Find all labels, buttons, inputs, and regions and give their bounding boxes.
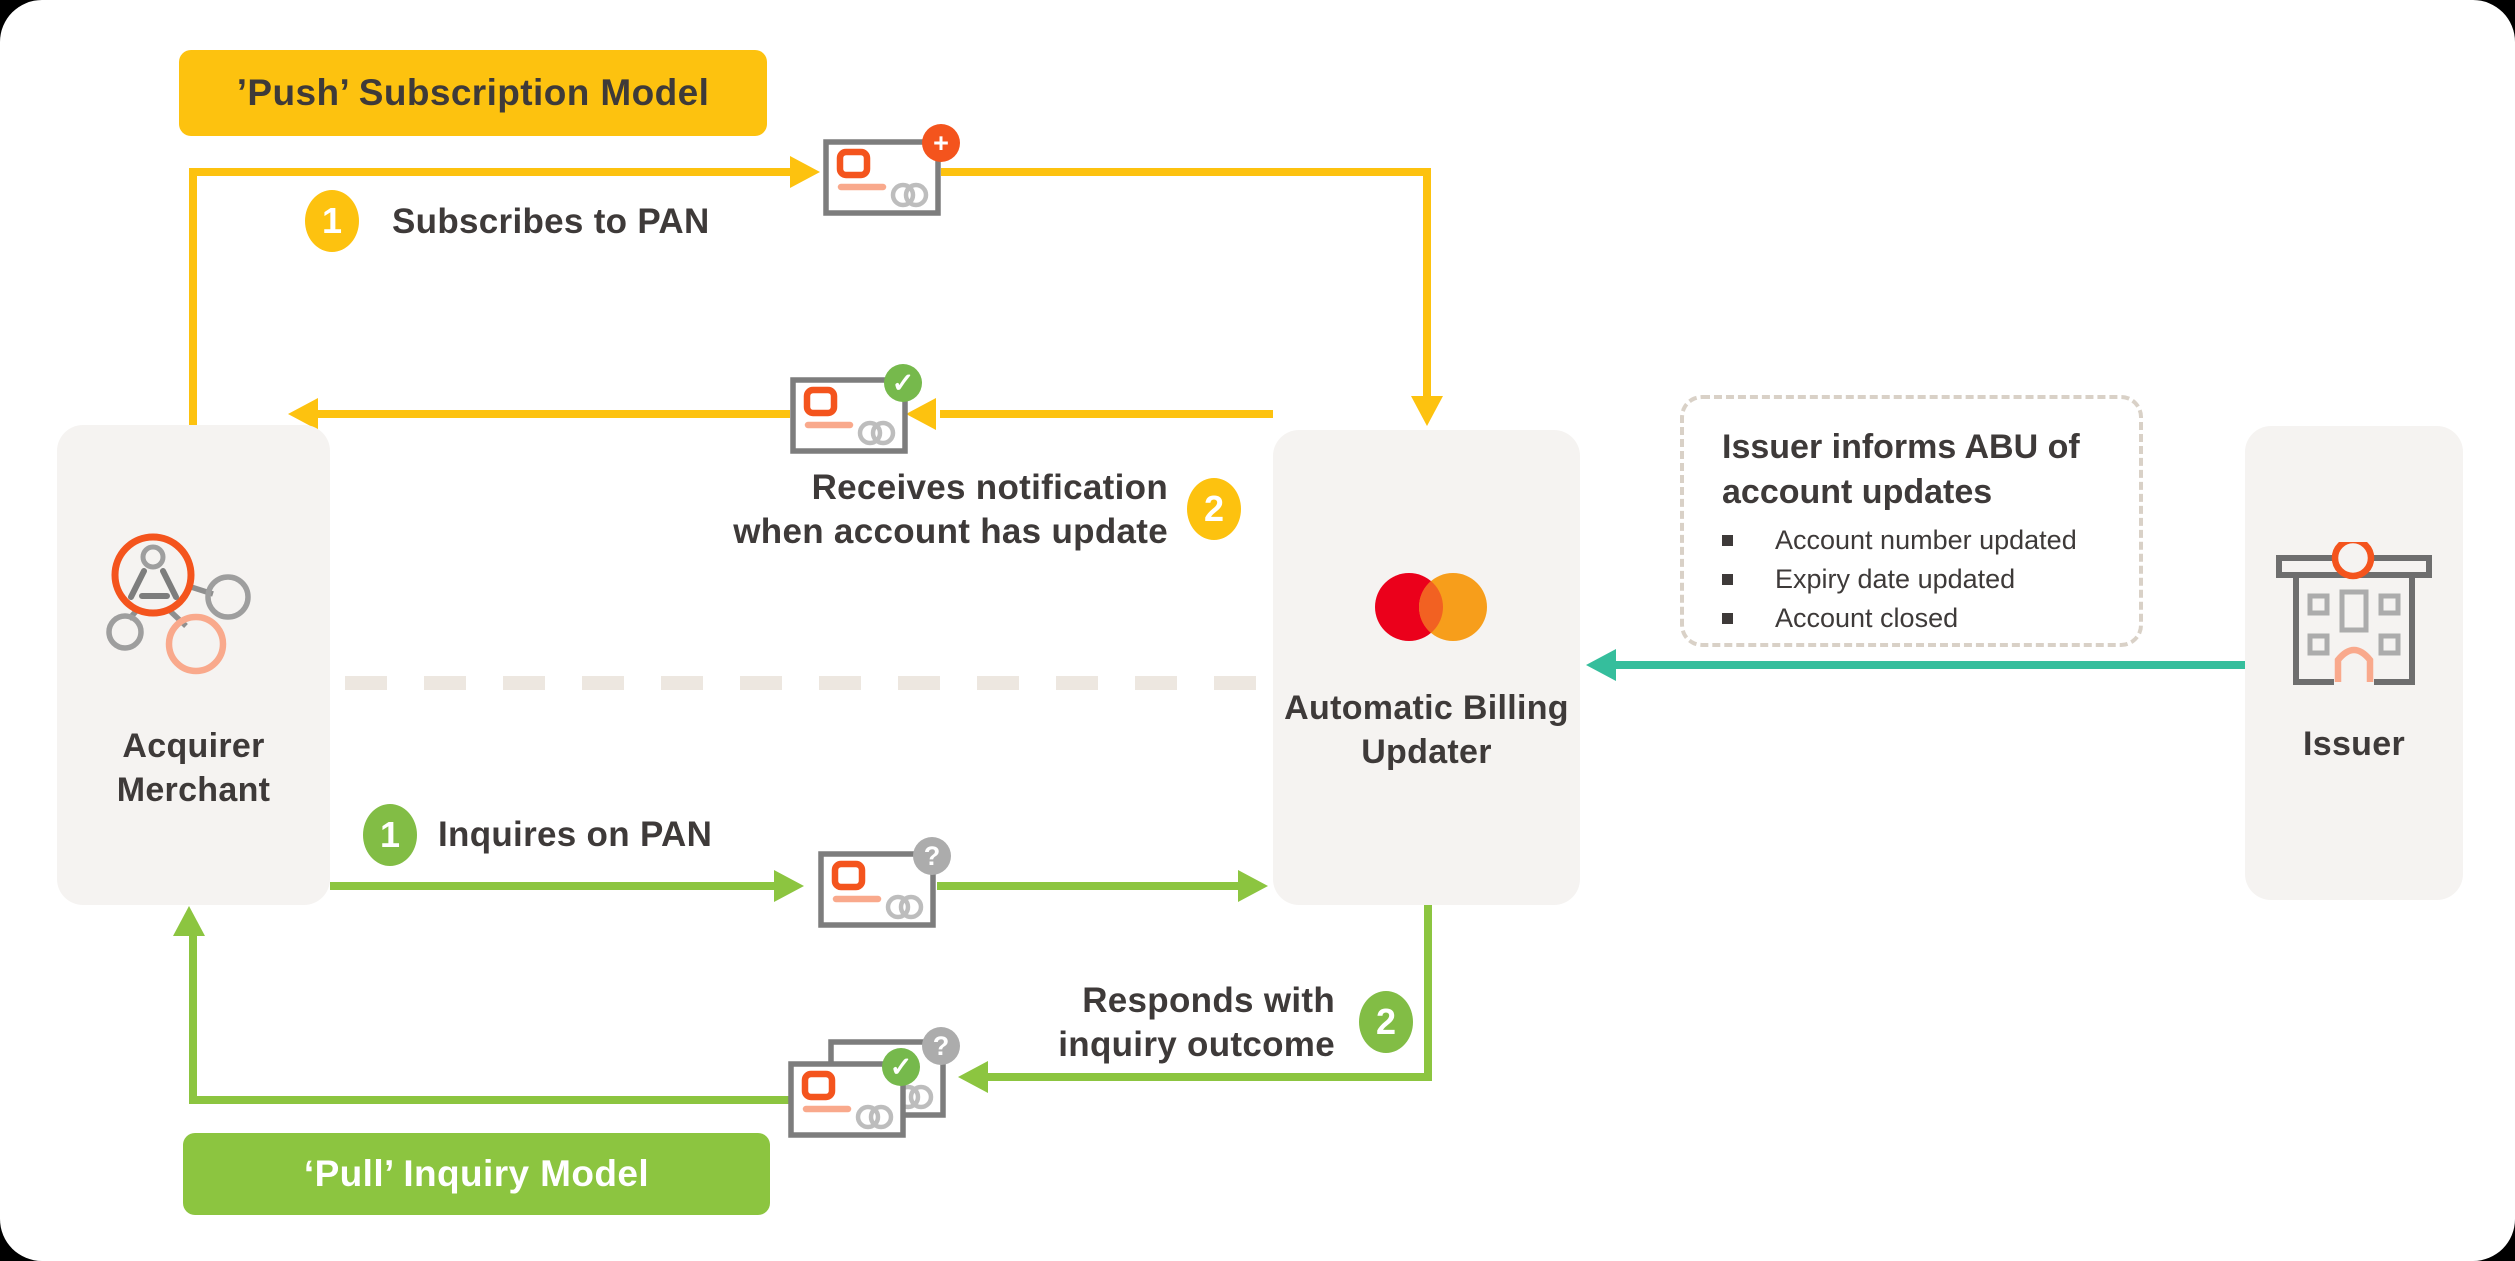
issuer-note-list: Account number updated Expiry date updat… — [1722, 521, 2077, 638]
arrowhead-left-icon — [1586, 649, 1616, 681]
question-badge-icon: ? — [913, 837, 951, 875]
push-arrow-line — [1423, 168, 1431, 398]
push-return-line — [940, 410, 1273, 418]
check-badge-icon: ✓ — [884, 364, 922, 402]
pull-model-badge: ‘Pull’ Inquiry Model — [183, 1133, 770, 1215]
mastercard-logo-icon — [1375, 573, 1487, 641]
arrowhead-right-icon — [1238, 870, 1268, 902]
pull-inquiry-line — [330, 882, 774, 890]
pull-response-line — [988, 1073, 1432, 1081]
pull-inquiry-line — [937, 882, 1238, 890]
push-return-line — [318, 410, 790, 418]
pull-step1-number: 1 — [363, 804, 417, 866]
square-bullet-icon — [1722, 535, 1733, 546]
square-bullet-icon — [1722, 613, 1733, 624]
pull-model-label: ‘Pull’ Inquiry Model — [303, 1153, 650, 1194]
arrowhead-right-icon — [790, 156, 820, 188]
push-step1-label: Subscribes to PAN — [392, 202, 710, 241]
check-badge-icon: ✓ — [882, 1048, 920, 1086]
abu-label: Automatic Billing Updater — [1284, 689, 1569, 771]
issuer-note-title: Issuer informs ABU of account updates — [1722, 428, 2080, 511]
push-arrow-line — [193, 168, 792, 176]
issuer-to-abu-line — [1616, 661, 2245, 669]
list-item: Account closed — [1722, 599, 2077, 638]
push-step1-number: 1 — [305, 190, 359, 252]
question-badge-icon: ? — [922, 1027, 960, 1065]
pull-step2-number: 2 — [1359, 991, 1413, 1053]
acquirer-merchant-node: Acquirer Merchant — [57, 425, 330, 905]
list-item: Account number updated — [1722, 521, 2077, 560]
pull-step2-label: Responds with inquiry outcome — [1058, 981, 1335, 1064]
arrowhead-up-icon — [173, 906, 205, 936]
abu-node: Automatic Billing Updater — [1273, 430, 1580, 905]
push-step2-number: 2 — [1187, 478, 1241, 540]
push-step2-label: Receives notification when account has u… — [733, 468, 1168, 551]
pull-response-line — [189, 936, 197, 1104]
merchant-network-icon — [106, 533, 251, 675]
payment-card-inquiry-icon: ? — [818, 837, 951, 933]
arrowhead-left-icon — [906, 398, 936, 430]
push-model-label: ’Push’ Subscription Model — [236, 72, 710, 113]
issuer-note-box: Issuer informs ABU of account updates Ac… — [1680, 395, 2143, 647]
push-model-badge: ’Push’ Subscription Model — [179, 50, 767, 136]
pull-response-line — [193, 1096, 790, 1104]
model-divider-dashed-line — [345, 676, 1267, 690]
square-bullet-icon — [1722, 574, 1733, 585]
push-arrow-line — [941, 168, 1431, 176]
bank-building-icon — [2276, 542, 2432, 685]
payment-cards-outcome-stack: ? ✓ — [788, 1027, 960, 1145]
issuer-label: Issuer — [2303, 725, 2405, 763]
arrowhead-right-icon — [774, 870, 804, 902]
payment-card-updated-icon: ✓ — [790, 364, 922, 459]
arrowhead-left-icon — [288, 398, 318, 430]
pull-response-line — [1424, 903, 1432, 1081]
list-item: Expiry date updated — [1722, 560, 2077, 599]
arrowhead-left-icon — [958, 1061, 988, 1093]
push-arrow-line — [189, 168, 197, 425]
issuer-node: Issuer — [2245, 426, 2463, 900]
plus-badge-icon: + — [922, 124, 960, 162]
arrowhead-down-icon — [1411, 396, 1443, 426]
pull-step1-label: Inquires on PAN — [438, 815, 713, 854]
payment-card-subscribed-icon: + — [823, 124, 960, 221]
acquirer-merchant-label: Acquirer Merchant — [116, 727, 271, 809]
